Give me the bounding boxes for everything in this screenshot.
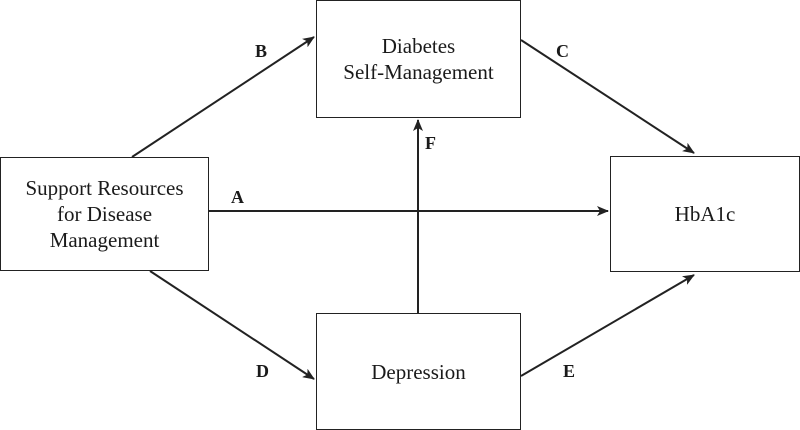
arrow-c — [520, 39, 695, 154]
node-depression: Depression — [316, 313, 521, 430]
edge-label-f: F — [425, 133, 436, 153]
arrow-e — [520, 274, 695, 377]
node-hba1c: HbA1c — [610, 156, 800, 272]
edge-label-e: E — [563, 361, 576, 381]
node-support-line-1: Support Resources — [25, 176, 184, 200]
node-support-line-2: for Disease — [56, 202, 153, 226]
node-depression-label: Depression — [371, 359, 466, 384]
edge-label-c: C — [556, 41, 569, 61]
node-dsm-line-2: Self-Management — [343, 60, 494, 84]
node-dsm-line-1: Diabetes — [381, 34, 456, 58]
edge-label-a: A — [231, 187, 244, 207]
edge-label-b: B — [255, 41, 268, 61]
node-hba1c-label: HbA1c — [674, 202, 736, 226]
arrow-b — [131, 36, 315, 158]
node-support-line-3: Management — [49, 228, 160, 252]
node-support-resources: Support Resources for Disease Management — [0, 157, 209, 271]
arrow-d — [149, 270, 315, 380]
edge-label-d: D — [256, 361, 269, 381]
node-diabetes-self-management: Diabetes Self-Management — [316, 0, 521, 118]
